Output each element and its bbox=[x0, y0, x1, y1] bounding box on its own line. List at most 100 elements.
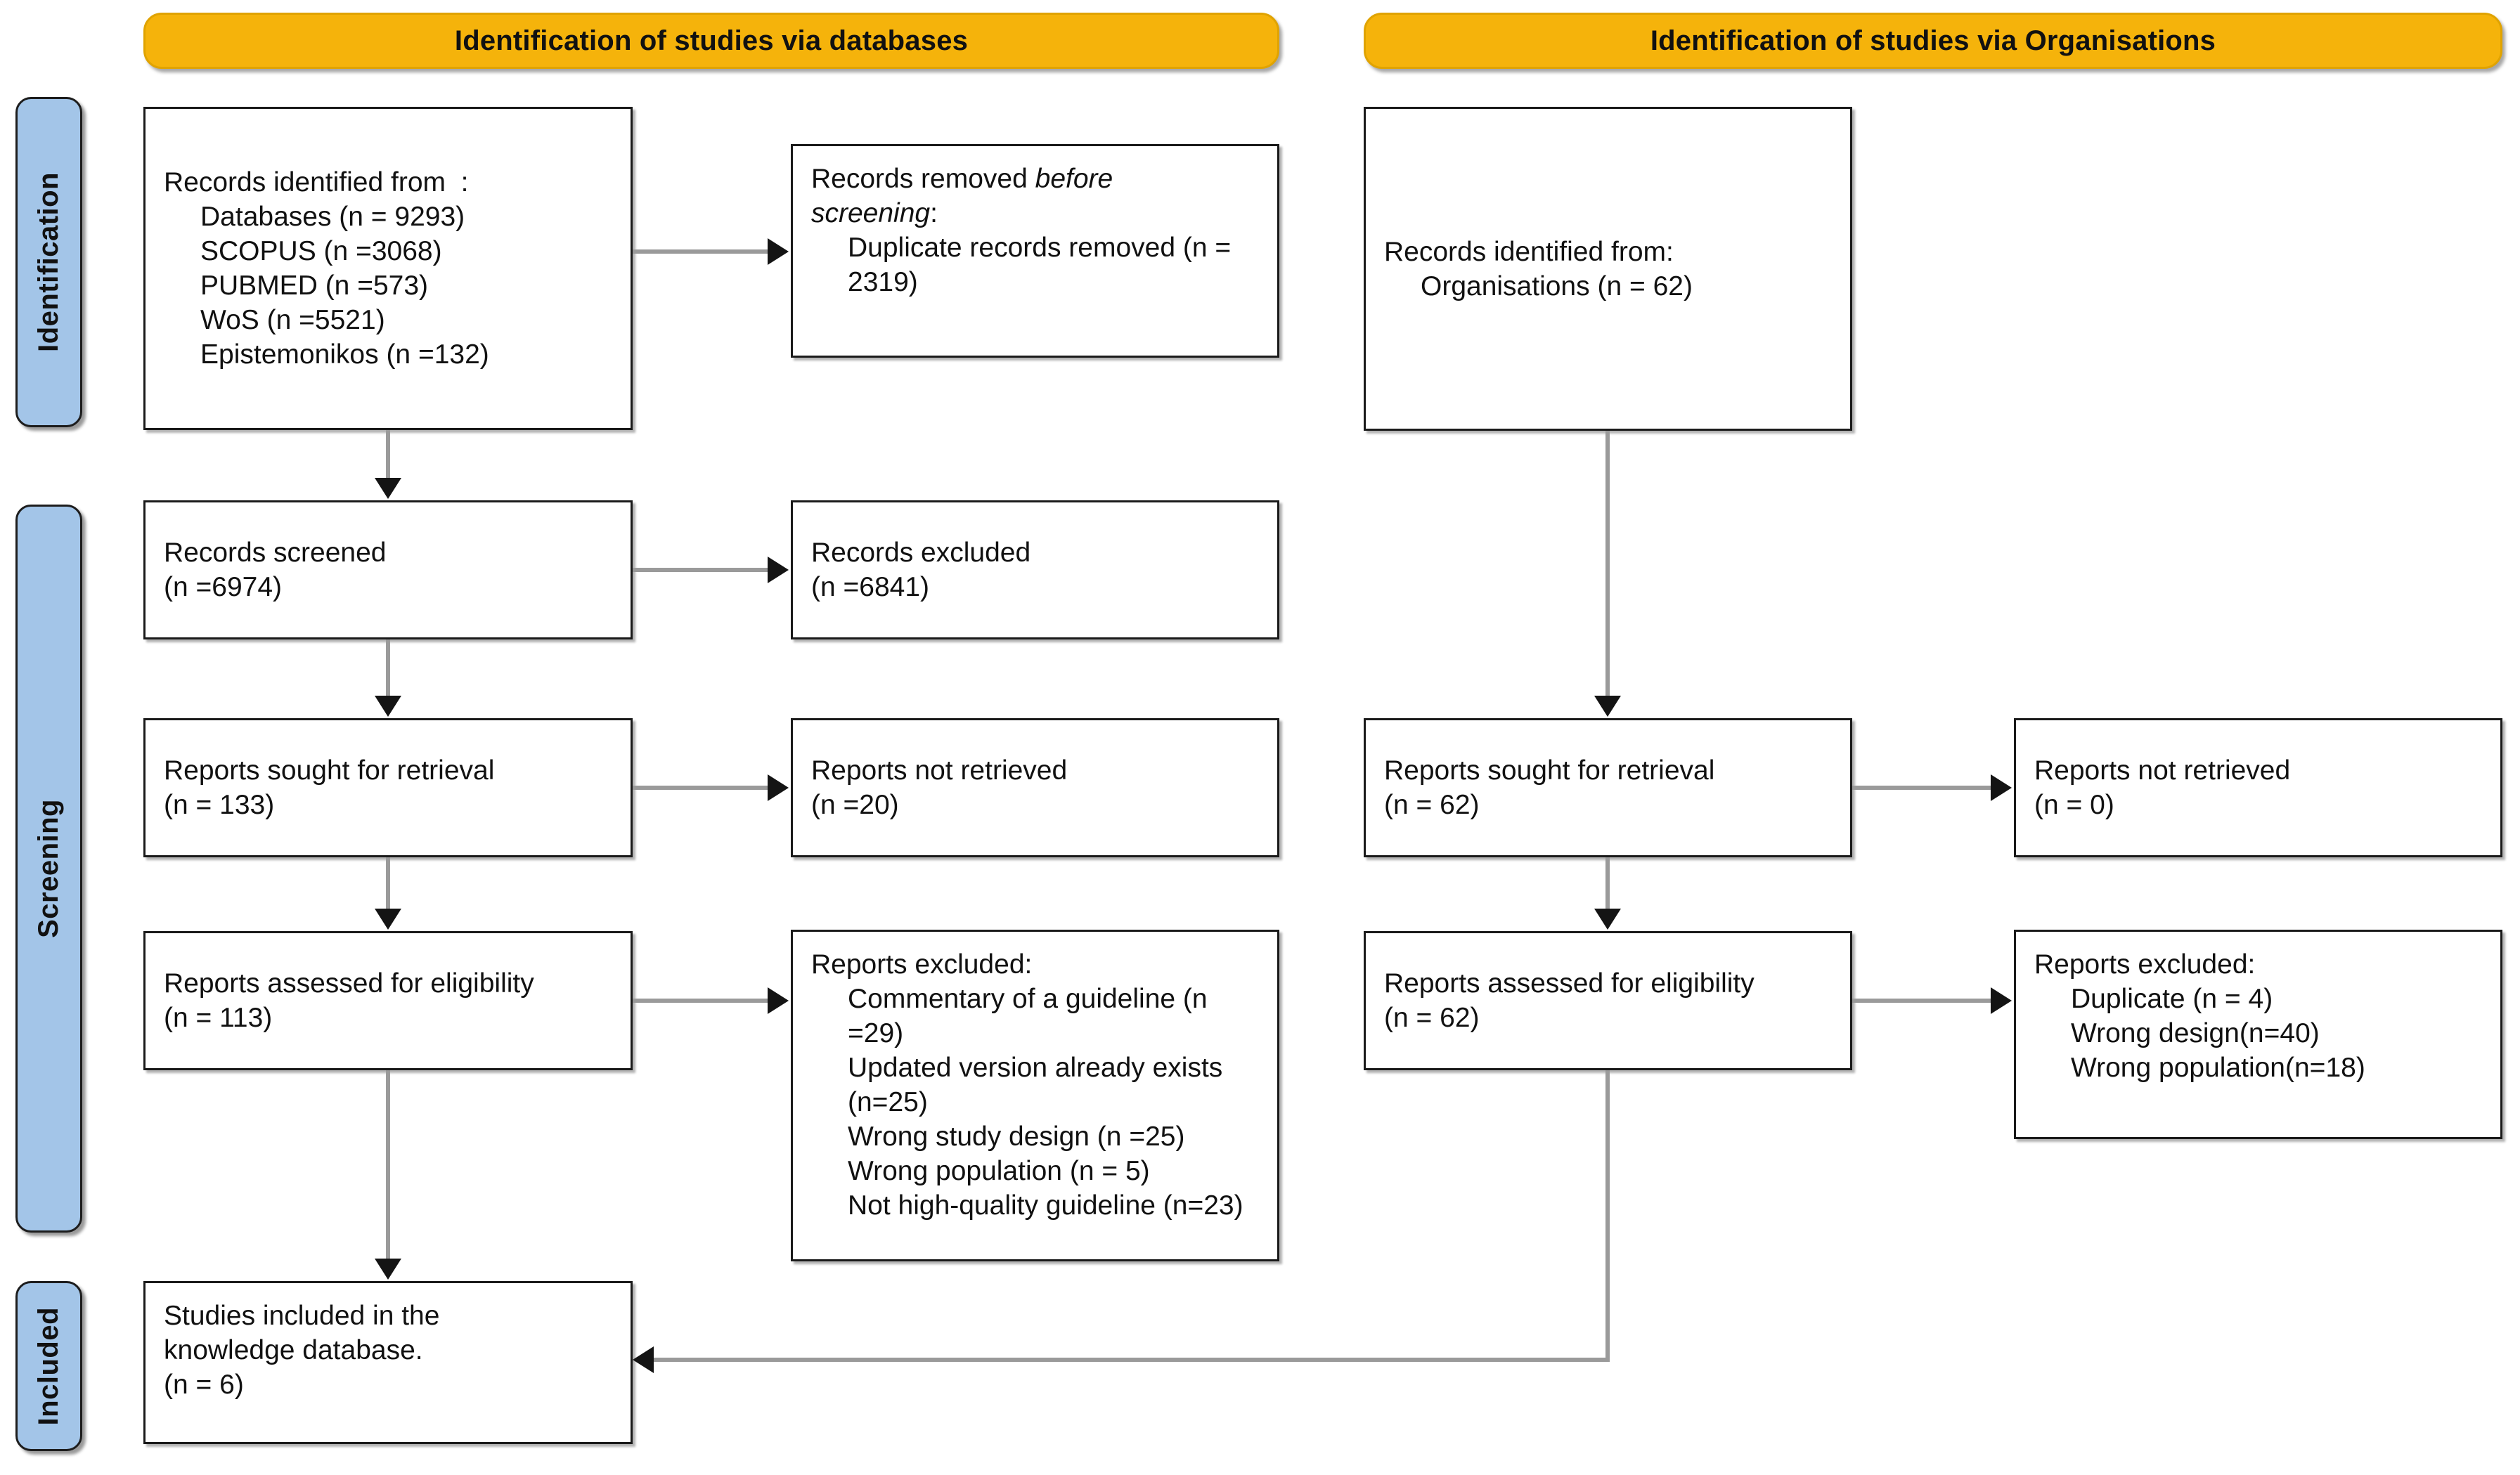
arrowhead-org-sought-to-not-retrieved bbox=[1991, 774, 2012, 801]
box-reports-assessed-databases: Reports assessed for eligibility (n = 113… bbox=[143, 931, 633, 1070]
box-reports-not-retrieved-databases-text: Reports not retrieved (n =20) bbox=[811, 753, 1267, 822]
records-removed-line1-em: before bbox=[1035, 164, 1113, 194]
box-reports-sought-organisations: Reports sought for retrieval (n = 62) bbox=[1364, 718, 1852, 857]
records-removed-item-0: Duplicate records removed (n = 2319) bbox=[848, 233, 1239, 297]
reports-excluded-databases-item-1: Updated version already exists (n=25) bbox=[848, 1053, 1231, 1117]
connector-assessed-to-reports-excluded bbox=[633, 999, 768, 1003]
reports-sought-databases-label: Reports sought for retrieval bbox=[164, 755, 495, 786]
arrowhead-screened-to-excluded bbox=[768, 557, 789, 583]
reports-not-retrieved-organisations-label: Reports not retrieved bbox=[2034, 755, 2291, 786]
box-records-identified-organisations: Records identified from: Organisations (n… bbox=[1364, 107, 1852, 431]
reports-assessed-organisations-label: Reports assessed for eligibility bbox=[1384, 968, 1755, 999]
rail-included-label: Included bbox=[33, 1306, 64, 1426]
reports-excluded-databases-item-4: Not high-quality guideline (n=23) bbox=[848, 1190, 1243, 1221]
arrowhead-identified-to-removed bbox=[768, 238, 789, 265]
header-organisations-label: Identification of studies via Organisati… bbox=[1650, 25, 2216, 56]
records-screened-label: Records screened bbox=[164, 538, 387, 568]
arrowhead-assessed-to-included bbox=[375, 1259, 401, 1280]
arrowhead-assessed-to-reports-excluded bbox=[768, 987, 789, 1014]
box-reports-not-retrieved-databases: Reports not retrieved (n =20) bbox=[791, 718, 1279, 857]
records-removed-line2-post: : bbox=[930, 198, 938, 228]
header-databases-label: Identification of studies via databases bbox=[454, 25, 969, 56]
header-databases: Identification of studies via databases bbox=[143, 13, 1279, 69]
box-reports-excluded-databases-text: Reports excluded: Commentary of a guideli… bbox=[811, 947, 1267, 1223]
records-excluded-count: (n =6841) bbox=[811, 572, 930, 602]
box-reports-assessed-organisations: Reports assessed for eligibility (n = 62) bbox=[1364, 931, 1852, 1070]
reports-excluded-databases-heading: Reports excluded: bbox=[811, 949, 1033, 980]
box-reports-assessed-databases-text: Reports assessed for eligibility (n = 113… bbox=[164, 966, 621, 1035]
box-records-screened-text: Records screened (n =6974) bbox=[164, 535, 621, 604]
arrowhead-sought-to-not-retrieved bbox=[768, 774, 789, 801]
arrowhead-org-sought-to-assessed bbox=[1594, 909, 1621, 930]
reports-not-retrieved-organisations-count: (n = 0) bbox=[2034, 790, 2114, 820]
records-removed-line1-pre: Records removed bbox=[811, 164, 1035, 194]
box-reports-sought-organisations-text: Reports sought for retrieval (n = 62) bbox=[1384, 753, 1840, 822]
box-records-screened: Records screened (n =6974) bbox=[143, 500, 633, 639]
connector-identified-to-removed bbox=[633, 249, 768, 254]
records-identified-item-0: Databases (n = 9293) bbox=[200, 202, 465, 232]
box-reports-excluded-databases: Reports excluded: Commentary of a guideli… bbox=[791, 930, 1279, 1261]
arrowhead-org-assessed-to-included bbox=[633, 1346, 654, 1373]
rail-screening-label: Screening bbox=[33, 799, 64, 938]
reports-excluded-databases-item-0: Commentary of a guideline (n =29) bbox=[848, 984, 1215, 1048]
records-screened-count: (n =6974) bbox=[164, 572, 283, 602]
box-records-identified-databases-text: Records identified from : Databases (n = … bbox=[164, 165, 621, 372]
arrowhead-identified-to-screened bbox=[375, 478, 401, 499]
reports-excluded-organisations-heading: Reports excluded: bbox=[2034, 949, 2256, 980]
arrowhead-screened-to-sought bbox=[375, 696, 401, 717]
box-reports-excluded-organisations-text: Reports excluded: Duplicate (n = 4) Wrong … bbox=[2034, 947, 2490, 1085]
connector-screened-to-excluded bbox=[633, 568, 768, 572]
records-excluded-label: Records excluded bbox=[811, 538, 1031, 568]
box-records-identified-organisations-text: Records identified from: Organisations (n… bbox=[1384, 235, 1840, 304]
reports-excluded-organisations-item-1: Wrong design(n=40) bbox=[2071, 1018, 2320, 1048]
org-identified-item-0: Organisations (n = 62) bbox=[1421, 271, 1693, 301]
box-reports-excluded-organisations: Reports excluded: Duplicate (n = 4) Wrong … bbox=[2014, 930, 2502, 1139]
connector-org-assessed-to-included-horizontal bbox=[654, 1358, 1610, 1362]
box-records-excluded-text: Records excluded (n =6841) bbox=[811, 535, 1267, 604]
box-records-removed-text: Records removed before screening: Duplicat… bbox=[811, 162, 1267, 299]
reports-assessed-databases-label: Reports assessed for eligibility bbox=[164, 968, 534, 999]
box-reports-not-retrieved-organisations-text: Reports not retrieved (n = 0) bbox=[2034, 753, 2490, 822]
reports-sought-organisations-label: Reports sought for retrieval bbox=[1384, 755, 1715, 786]
rail-included: Included bbox=[15, 1281, 82, 1451]
connector-screened-to-sought bbox=[386, 639, 390, 696]
connector-sought-to-not-retrieved bbox=[633, 786, 768, 790]
reports-excluded-organisations-item-0: Duplicate (n = 4) bbox=[2071, 984, 2273, 1014]
connector-org-sought-to-assessed bbox=[1605, 857, 1610, 909]
records-identified-item-3: WoS (n =5521) bbox=[200, 305, 385, 335]
connector-sought-to-assessed bbox=[386, 857, 390, 909]
box-studies-included: Studies included in the knowledge databas… bbox=[143, 1281, 633, 1444]
records-identified-heading: Records identified from : bbox=[164, 167, 469, 197]
connector-org-sought-to-not-retrieved bbox=[1852, 786, 1991, 790]
records-identified-item-1: SCOPUS (n =3068) bbox=[200, 236, 442, 266]
connector-org-assessed-to-reports-excluded bbox=[1852, 999, 1991, 1003]
box-records-identified-databases: Records identified from : Databases (n = … bbox=[143, 107, 633, 430]
connector-org-assessed-to-included-vertical bbox=[1605, 1070, 1610, 1362]
reports-excluded-organisations-item-2: Wrong population(n=18) bbox=[2071, 1053, 2365, 1083]
studies-included-line1: Studies included in the bbox=[164, 1301, 440, 1331]
reports-excluded-databases-item-2: Wrong study design (n =25) bbox=[848, 1122, 1185, 1152]
box-studies-included-text: Studies included in the knowledge databas… bbox=[164, 1299, 621, 1402]
records-removed-line2-em: screening bbox=[811, 198, 931, 228]
reports-assessed-organisations-count: (n = 62) bbox=[1384, 1003, 1480, 1033]
org-identified-heading: Records identified from: bbox=[1384, 236, 1674, 267]
header-organisations: Identification of studies via Organisati… bbox=[1364, 13, 2502, 69]
records-identified-item-2: PUBMED (n =573) bbox=[200, 271, 429, 301]
reports-sought-organisations-count: (n = 62) bbox=[1384, 790, 1480, 820]
rail-identification: Identification bbox=[15, 97, 82, 427]
arrowhead-org-assessed-to-reports-excluded bbox=[1991, 987, 2012, 1014]
records-identified-item-4: Epistemonikos (n =132) bbox=[200, 339, 489, 370]
arrowhead-org-identified-to-sought bbox=[1594, 696, 1621, 717]
studies-included-line2: knowledge database. bbox=[164, 1335, 423, 1365]
reports-not-retrieved-databases-count: (n =20) bbox=[811, 790, 899, 820]
box-reports-sought-databases: Reports sought for retrieval(n = 133) bbox=[143, 718, 633, 857]
connector-identified-to-screened bbox=[386, 430, 390, 478]
box-records-removed-before-screening: Records removed before screening: Duplicat… bbox=[791, 144, 1279, 358]
connector-org-identified-to-sought bbox=[1605, 431, 1610, 696]
rail-identification-label: Identification bbox=[33, 172, 64, 352]
reports-not-retrieved-databases-label: Reports not retrieved bbox=[811, 755, 1068, 786]
reports-assessed-databases-count: (n = 113) bbox=[164, 1003, 273, 1033]
box-reports-assessed-organisations-text: Reports assessed for eligibility (n = 62) bbox=[1384, 966, 1840, 1035]
studies-included-count: (n = 6) bbox=[164, 1370, 244, 1400]
